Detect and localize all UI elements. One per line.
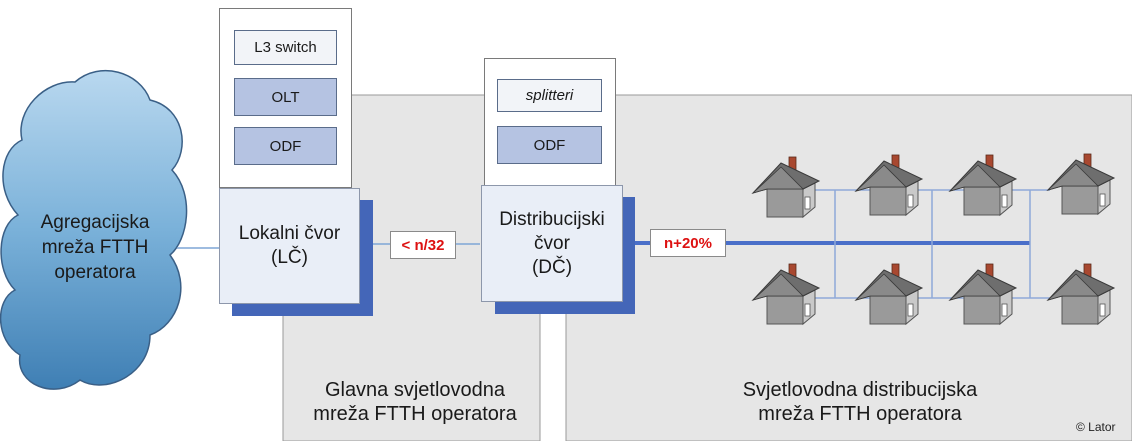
l3-switch-box: L3 switch (234, 30, 337, 65)
splitters-box: splitteri (497, 79, 602, 112)
distribution-node: Distribucijski čvor (DČ) (481, 185, 623, 302)
copyright-credit: © Lator (1076, 420, 1116, 434)
aggregation-network-label: Agregacijska mreža FTTH operatora (40, 212, 150, 283)
main-link-ratio-badge: < n/32 (390, 231, 456, 259)
local-node: Lokalni čvor (LČ) (219, 188, 360, 304)
distribution-link-ratio-badge: n+20% (650, 229, 726, 257)
distribution-network-label: Svjetlovodna distribucijska mreža FTTH o… (742, 379, 978, 425)
olt-box: OLT (234, 78, 337, 116)
distribution-odf-box: ODF (497, 126, 602, 164)
main-network-label: Glavna svjetlovodna mreža FTTH operatora (313, 379, 517, 425)
distribution-network-region (565, 94, 1132, 441)
local-odf-box: ODF (234, 127, 337, 165)
distribution-node-equipment-stack (484, 58, 616, 186)
aggregation-network-cloud (0, 69, 188, 390)
